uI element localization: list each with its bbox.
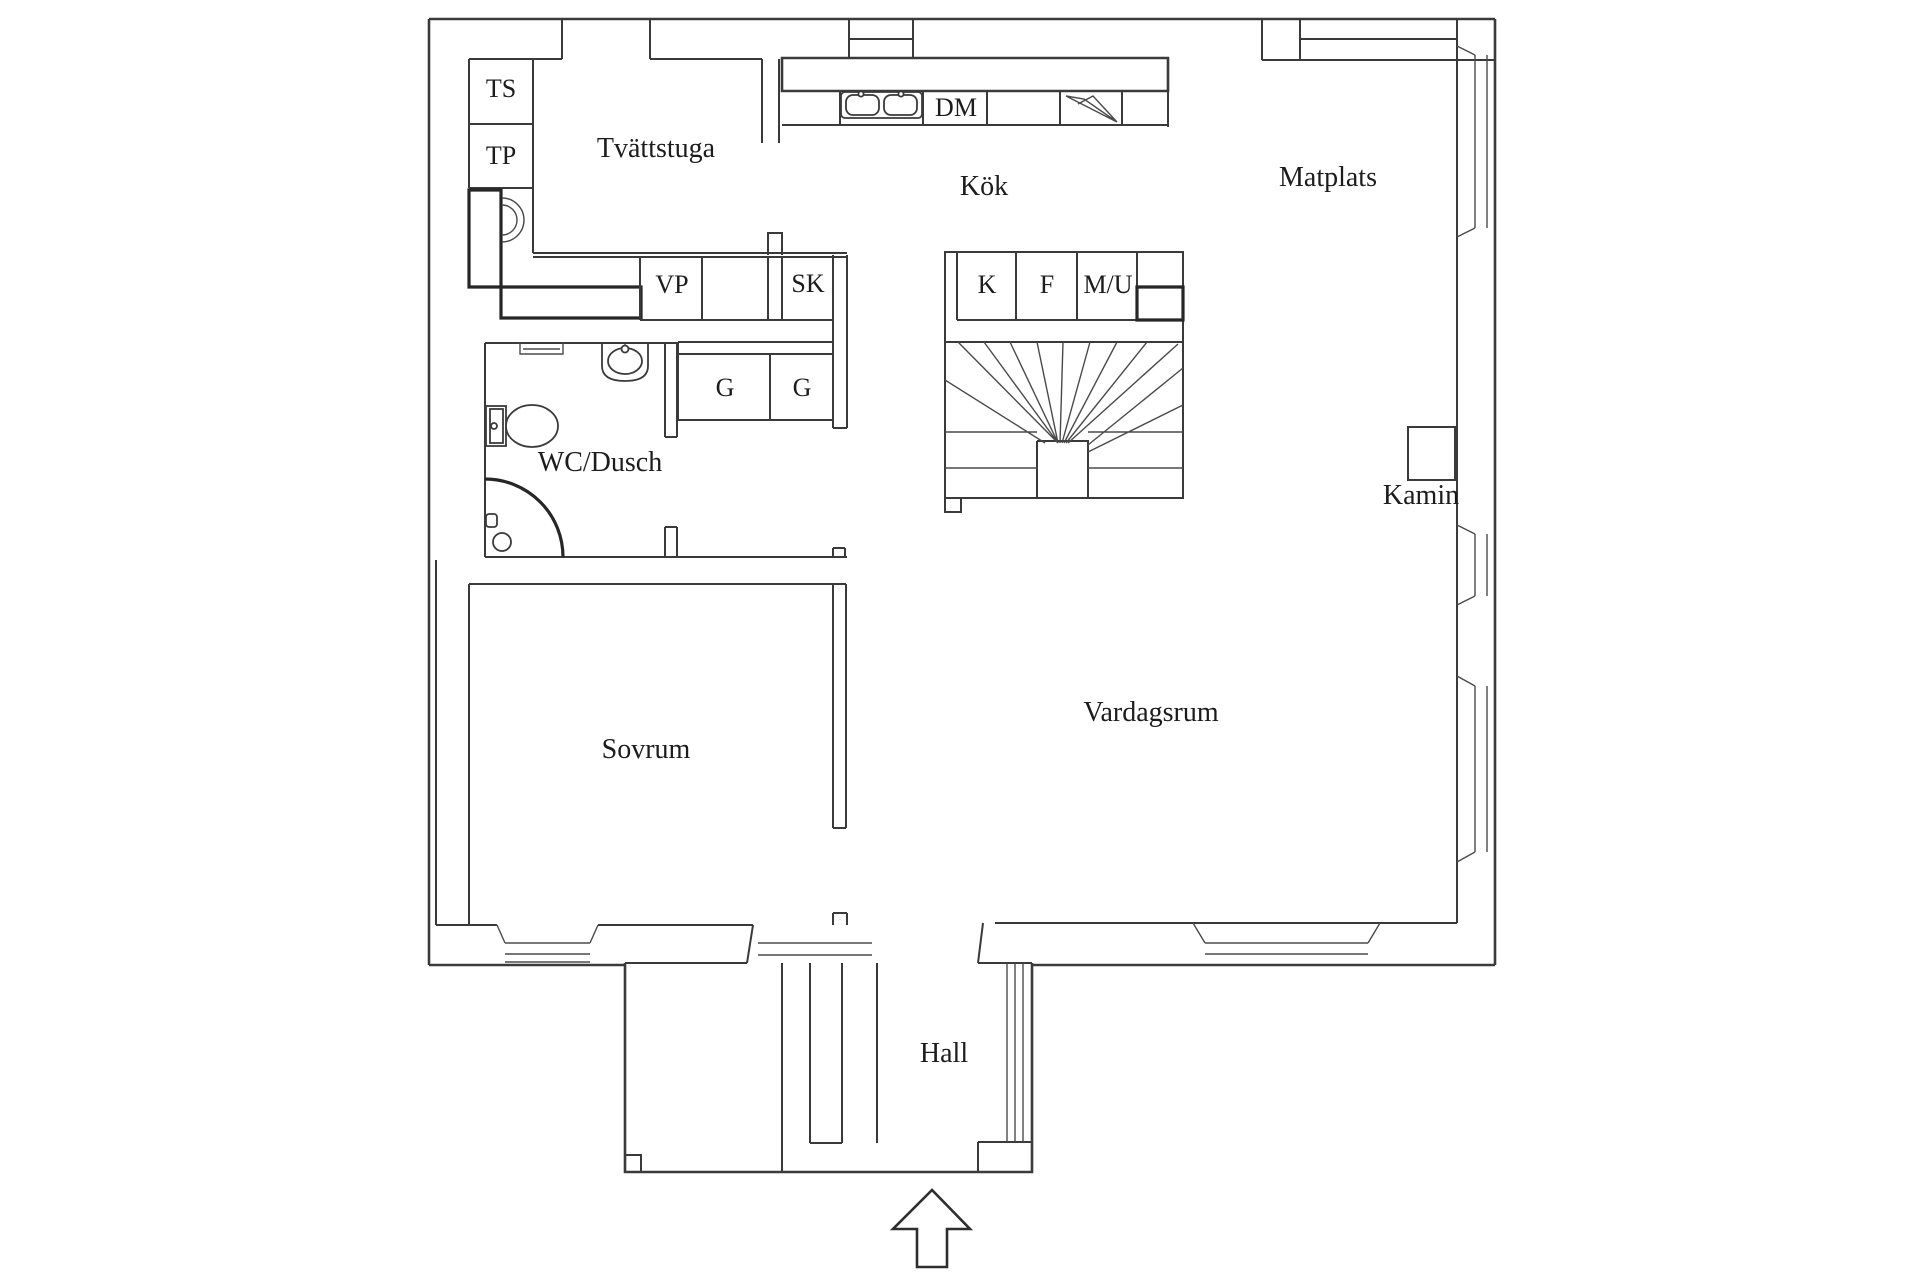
entrance-arrow <box>889 1188 974 1269</box>
stair-treads <box>944 341 1184 469</box>
staircase <box>944 251 1185 513</box>
g-closet-boxes <box>677 341 833 421</box>
label-tp: TP <box>486 141 516 170</box>
kitchen-sink <box>840 90 923 119</box>
kitchen <box>780 56 1170 127</box>
hall-outline <box>623 963 1034 1174</box>
stair-outline <box>944 251 1184 499</box>
water-heater <box>501 197 525 243</box>
room-label-vardagsrum: Vardagsrum <box>1083 697 1219 728</box>
stove-symbol <box>1065 95 1118 123</box>
sink-tap-left <box>857 90 865 98</box>
wc-wall-niche <box>519 343 564 355</box>
window-bottom-left <box>496 924 599 963</box>
shower-screen <box>484 477 565 558</box>
sink-tap-right <box>897 90 905 98</box>
top-wall-windows <box>848 19 1457 61</box>
hall-door-leaf <box>809 963 878 1144</box>
label-g-right: G <box>793 373 812 402</box>
tvattstuga-enclosure <box>469 19 762 253</box>
hall-side-block <box>977 1141 1032 1172</box>
stair-base-stub <box>944 498 962 513</box>
shower-head <box>485 513 498 528</box>
kitchen-base-units <box>782 91 1169 127</box>
entry-jamb-stub <box>832 912 848 925</box>
toilet-bowl <box>505 404 559 448</box>
g-closets <box>677 341 833 421</box>
room-label-kok: Kök <box>960 171 1008 202</box>
hall-corner-pier <box>626 1154 642 1172</box>
sovrum-east-wall <box>832 584 847 829</box>
wc-basin <box>601 344 649 382</box>
toilet-flush <box>490 422 498 430</box>
window-top-right <box>1261 19 1457 61</box>
kitchen-counter <box>780 56 1170 93</box>
right-wall-windows <box>1456 45 1488 863</box>
label-kamin: Kamin <box>1383 480 1459 511</box>
window-right-top-glazing <box>1474 55 1488 228</box>
vp-sk-row <box>639 232 848 429</box>
room-label-sovrum: Sovrum <box>602 734 691 765</box>
sink-basin-left <box>845 94 880 116</box>
sink-basin-right <box>883 94 918 116</box>
label-ts: TS <box>486 74 516 103</box>
ts-tp-cabinets <box>468 59 534 189</box>
entry-threshold <box>758 942 872 956</box>
stair-newel <box>1036 440 1089 498</box>
window-right-top-reveals <box>1456 45 1476 238</box>
shower-drain <box>492 532 512 552</box>
hall-side-window <box>1006 963 1024 1142</box>
window-right-lower-glazing <box>1474 686 1488 852</box>
sovrum-walls <box>468 583 847 925</box>
label-k: K <box>978 270 997 299</box>
label-g-left: G <box>716 373 735 402</box>
sovrum-west-north <box>468 583 846 925</box>
window-bottom-right <box>1192 922 1381 955</box>
label-mu: M/U <box>1083 270 1132 299</box>
labels: TS TP Tvättstuga Kök DM Matplats K F M/U… <box>486 74 1459 1069</box>
label-sk: SK <box>791 269 824 298</box>
label-dm: DM <box>935 93 977 122</box>
vp-sk-cabinets <box>639 257 833 321</box>
tvattstuga-south-wall <box>533 252 847 258</box>
window-right-mid-reveals <box>1456 524 1476 606</box>
shower-fittings <box>485 513 512 552</box>
window-right-mid-glazing <box>1474 534 1488 596</box>
label-f: F <box>1040 270 1054 299</box>
entry-opening-reveals <box>625 922 1032 964</box>
window-above-sink <box>848 19 914 59</box>
tvattstuga-walls <box>467 19 847 320</box>
room-label-tvattstuga: Tvättstuga <box>597 133 716 164</box>
fireplace-box <box>1407 426 1456 481</box>
wall-bottom-inner <box>436 922 1457 926</box>
window-right-lower-reveals <box>1456 675 1476 863</box>
tvattstuga-door-jamb <box>761 59 780 143</box>
room-label-matplats: Matplats <box>1279 162 1377 193</box>
wc-east-wall-door <box>664 343 678 557</box>
stair-landing-box <box>1135 285 1185 322</box>
room-label-hall: Hall <box>920 1038 968 1069</box>
label-vp: VP <box>655 270 688 299</box>
vp-sk-stub <box>767 232 783 255</box>
kfmu-cabinets <box>956 252 1183 321</box>
bottom-wall-windows <box>496 912 1381 964</box>
closet-east-wall <box>832 255 848 429</box>
hall-walls <box>623 963 1034 1174</box>
corridor-stub <box>832 547 846 557</box>
wc-dusch <box>484 342 847 558</box>
outer-walls <box>427 17 1497 967</box>
wc-toilet <box>485 404 559 448</box>
room-label-wc-dusch: WC/Dusch <box>538 447 662 478</box>
basin-tap <box>620 344 630 354</box>
